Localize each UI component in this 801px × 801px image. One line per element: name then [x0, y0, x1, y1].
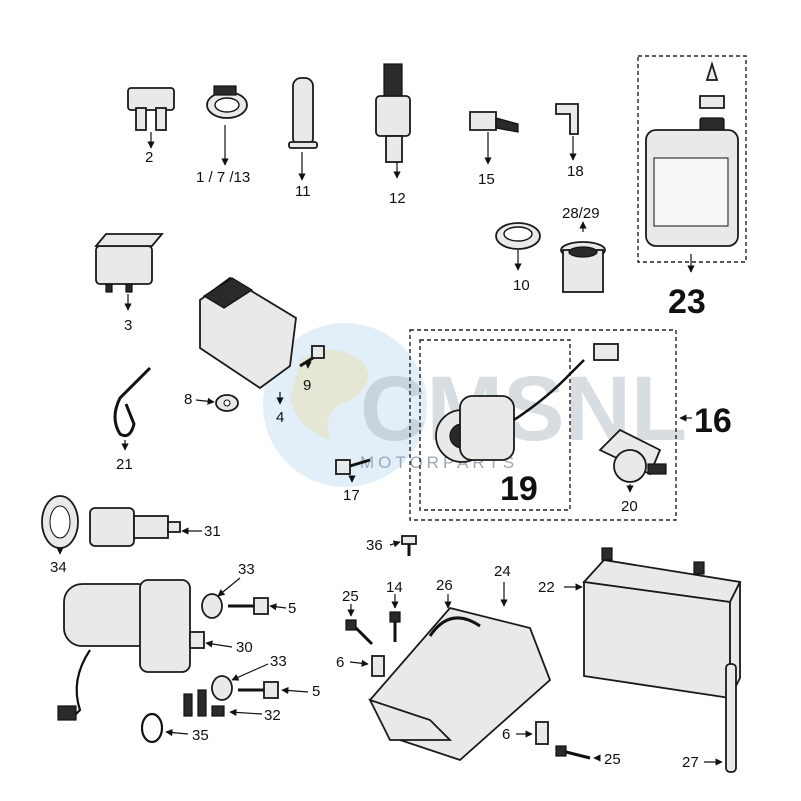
label-11: 11: [295, 183, 311, 200]
label-5-lower: 5: [312, 683, 320, 700]
sleeve-part: [288, 77, 318, 181]
screw-25-lower-part: [555, 745, 601, 762]
clip-6-lower-part: [516, 721, 549, 745]
clip-part: [469, 111, 519, 165]
label-21: 21: [116, 456, 133, 473]
label-20: 20: [621, 498, 638, 515]
regulator-part: [199, 276, 297, 405]
ignition-switch-box: [419, 339, 571, 511]
label-26: 26: [436, 577, 453, 594]
bolt-9-part: [299, 345, 325, 369]
brush-set-part: [183, 689, 263, 717]
label-1-7-13: 1 / 7 /13: [196, 169, 250, 186]
label-6-upper: 6: [336, 654, 344, 671]
label-16: 16: [694, 402, 732, 440]
screw-17-part: [335, 458, 371, 483]
label-33-lower: 33: [270, 653, 287, 670]
label-25-upper: 25: [342, 588, 359, 605]
relay-part: [94, 233, 164, 311]
label-3: 3: [124, 317, 132, 334]
vent-hose-part: [704, 663, 737, 773]
label-18: 18: [567, 163, 584, 180]
o-ring-part: [140, 712, 189, 744]
label-9: 9: [303, 377, 311, 394]
screw-14-part: [389, 594, 401, 642]
label-32: 32: [264, 707, 281, 724]
label-12: 12: [389, 190, 406, 207]
label-2: 2: [145, 149, 153, 166]
label-14: 14: [386, 579, 403, 596]
starter-drive-part: [89, 507, 202, 547]
label-33-upper: 33: [238, 561, 255, 578]
label-27: 27: [682, 754, 699, 771]
nut-part: [195, 394, 239, 412]
brake-switch-part: [375, 63, 411, 179]
hose-clamp-part: [495, 222, 541, 271]
boot-part: [41, 495, 79, 555]
label-6-lower: 6: [502, 726, 510, 743]
label-22: 22: [538, 579, 555, 596]
battery-part: [564, 547, 742, 700]
label-24: 24: [494, 563, 511, 580]
clip-6-upper-part: [349, 655, 385, 677]
label-23: 23: [668, 283, 706, 321]
label-19: 19: [500, 470, 538, 508]
screw-36-part: [389, 535, 417, 556]
label-28-29: 28/29: [562, 205, 600, 222]
label-34: 34: [50, 559, 67, 576]
washer-bolt-upper: [201, 577, 287, 619]
screw-25-upper-part: [345, 604, 374, 646]
label-15: 15: [478, 171, 495, 188]
ignition-kit-box: [409, 329, 677, 521]
fuse-part: [127, 87, 175, 149]
washer-bolt-lower: [211, 663, 309, 701]
oil-kit-box: [637, 55, 747, 263]
lock-part: [598, 428, 667, 493]
socket-part: [560, 221, 606, 293]
bracket-part: [555, 103, 579, 161]
clamp-part: [206, 85, 248, 166]
label-36: 36: [366, 537, 383, 554]
label-5-upper: 5: [288, 600, 296, 617]
starter-motor-part: [57, 579, 233, 721]
label-25-lower: 25: [604, 751, 621, 768]
label-17: 17: [343, 487, 360, 504]
label-8: 8: [184, 391, 192, 408]
label-31: 31: [204, 523, 221, 540]
label-35: 35: [192, 727, 209, 744]
battery-tray-part: [368, 582, 552, 762]
label-4: 4: [276, 409, 284, 426]
label-10: 10: [513, 277, 530, 294]
ignition-switch-part: [435, 343, 619, 463]
oil-bottle-part: [645, 60, 739, 273]
cable-tie-part: [113, 366, 152, 451]
label-30: 30: [236, 639, 253, 656]
